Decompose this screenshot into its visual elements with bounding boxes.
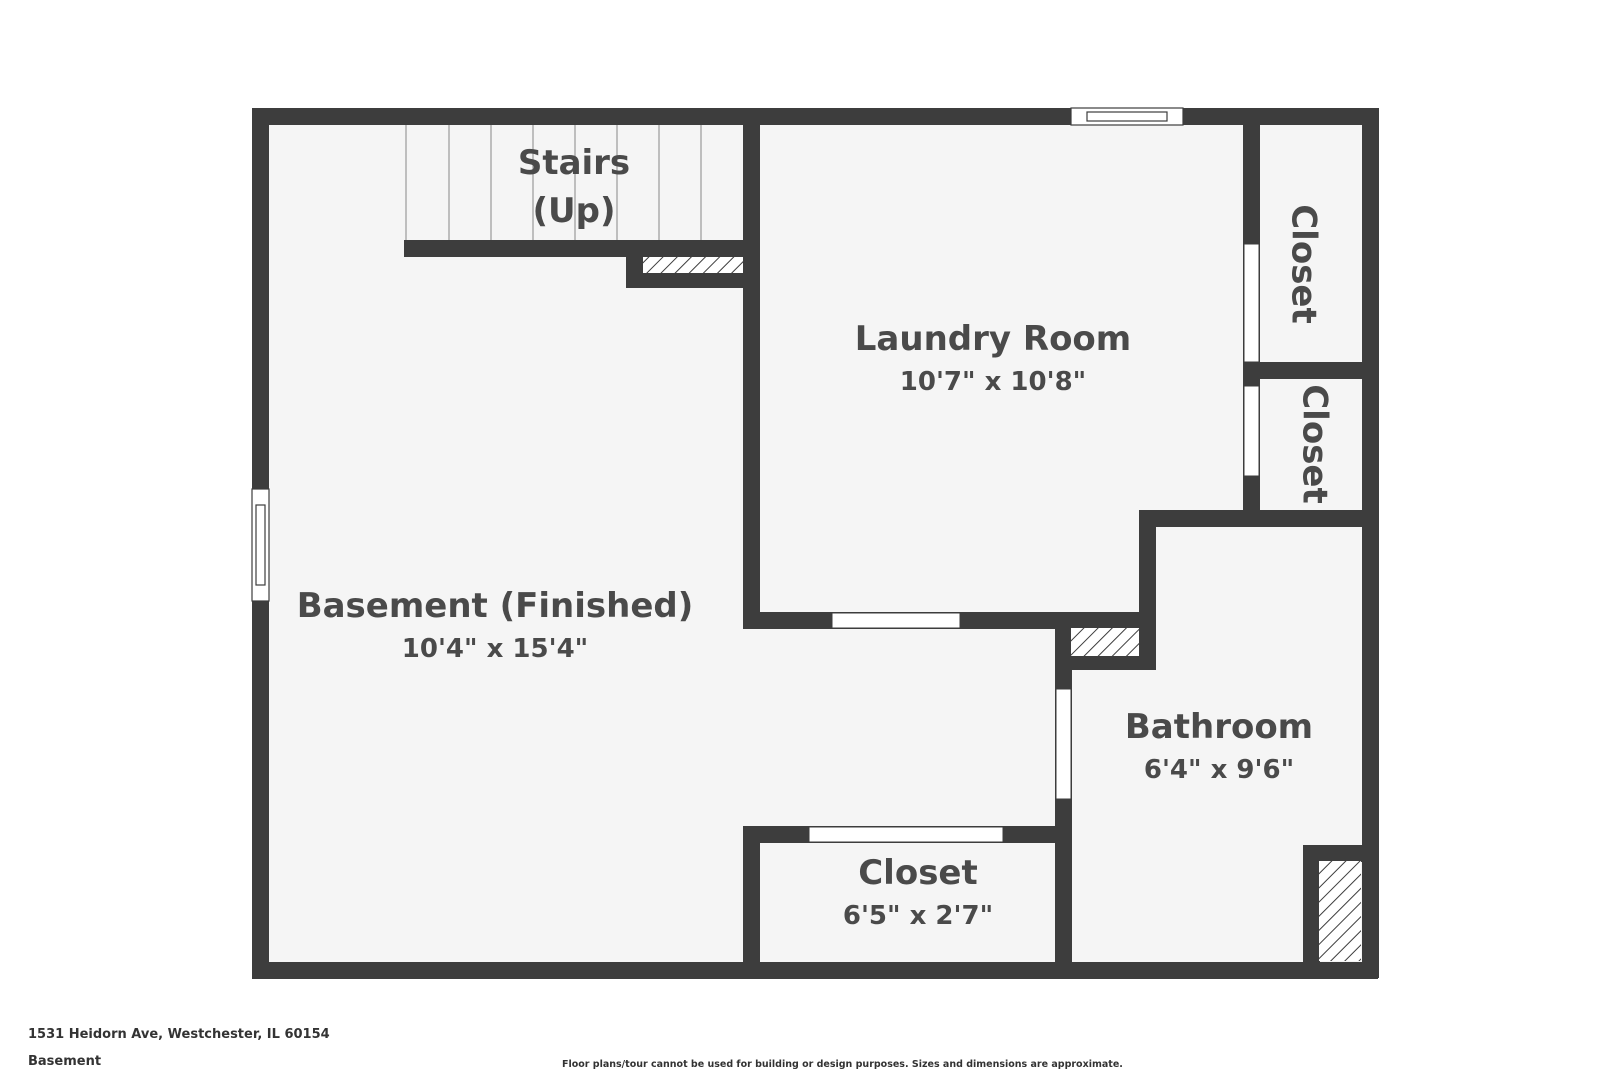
closet-bottom-dims: 6'5" x 2'7" xyxy=(843,901,993,931)
laundry-room-label: Laundry Room xyxy=(855,319,1131,359)
closet-lower-label: Closet xyxy=(1295,384,1335,504)
basement-label: Basement (Finished) xyxy=(297,586,694,626)
stairs-direction: (Up) xyxy=(532,191,615,231)
closet-bottom-label: Closet xyxy=(858,853,978,893)
disclaimer-text: Floor plans/tour cannot be used for buil… xyxy=(562,1059,1123,1070)
windows xyxy=(251,107,1184,602)
basement-dims: 10'4" x 15'4" xyxy=(402,634,588,664)
bathroom-dims: 6'4" x 9'6" xyxy=(1144,755,1294,785)
closet-upper-label: Closet xyxy=(1284,204,1324,324)
stairs-label: Stairs xyxy=(518,143,630,183)
property-address: 1531 Heidorn Ave, Westchester, IL 60154 xyxy=(28,1027,330,1042)
bathroom-label: Bathroom xyxy=(1125,707,1313,747)
hatched-chase-stairs xyxy=(643,257,743,273)
stairs-treads xyxy=(405,125,702,240)
floor-level-label: Basement xyxy=(28,1054,102,1069)
laundry-room-dims: 10'7" x 10'8" xyxy=(900,367,1086,397)
hatched-chase-bathroom xyxy=(1319,861,1361,961)
hatched-chase-center xyxy=(1071,628,1139,656)
door-openings xyxy=(808,243,1260,843)
